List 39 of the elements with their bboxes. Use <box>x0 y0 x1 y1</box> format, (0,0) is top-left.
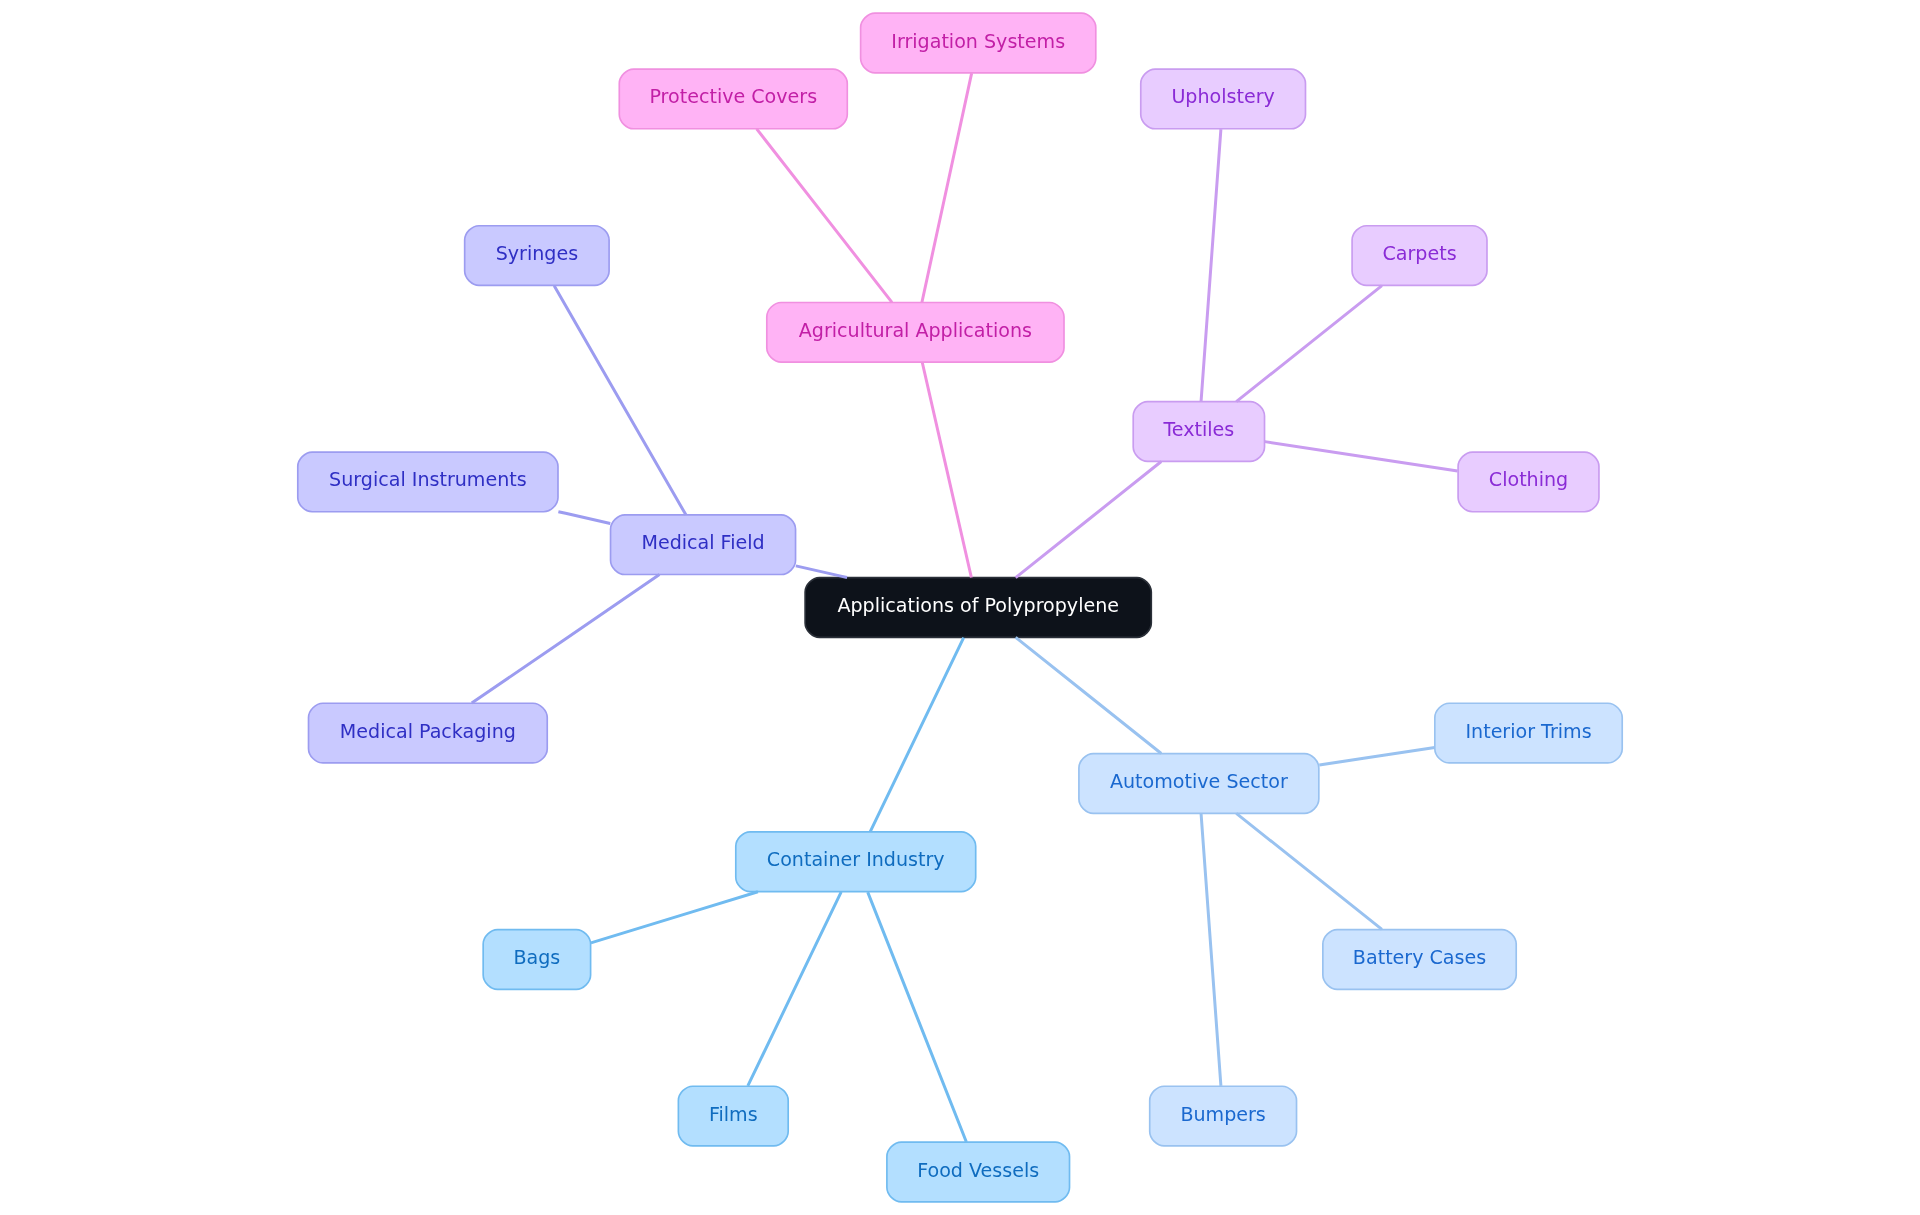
node-box: Food Vessels <box>886 1141 1071 1203</box>
connector <box>590 890 759 945</box>
node-box: Medical Field <box>609 514 797 576</box>
connector <box>746 891 843 1087</box>
node-box: Carpets <box>1351 224 1488 287</box>
connector <box>755 127 894 304</box>
node-box: Films <box>677 1085 790 1147</box>
node-box: Syringes <box>463 224 610 287</box>
node-box: Agricultural Applications <box>765 301 1065 363</box>
connector <box>470 573 661 705</box>
node-box: Bumpers <box>1148 1085 1298 1147</box>
connector <box>1319 745 1435 767</box>
connector <box>868 637 965 833</box>
node-box: Automotive Sector <box>1078 752 1320 815</box>
node-box: Protective Covers <box>618 68 849 130</box>
node-box: Irrigation Systems <box>859 12 1097 74</box>
node-box: Upholstery <box>1139 68 1307 130</box>
connector <box>920 72 974 303</box>
connector <box>1264 440 1458 473</box>
node-box: Applications of Polypropylene <box>804 576 1153 639</box>
connector <box>1014 460 1163 579</box>
node-box: Bags <box>482 928 592 991</box>
connector <box>1235 812 1383 931</box>
connector <box>920 361 973 578</box>
node-box: Clothing <box>1457 451 1600 513</box>
connector <box>1199 129 1223 402</box>
connector <box>1014 636 1163 755</box>
connector <box>1199 813 1223 1086</box>
node-box: Medical Packaging <box>307 702 549 764</box>
connector <box>1235 284 1383 403</box>
connector <box>552 284 688 516</box>
connector <box>558 510 611 525</box>
node-box: Interior Trims <box>1434 702 1624 764</box>
node-box: Surgical Instruments <box>296 451 559 513</box>
connector <box>795 564 848 580</box>
connector <box>866 891 968 1143</box>
node-box: Container Industry <box>734 831 977 893</box>
node-box: Battery Cases <box>1322 928 1518 991</box>
node-box: Textiles <box>1132 400 1266 463</box>
